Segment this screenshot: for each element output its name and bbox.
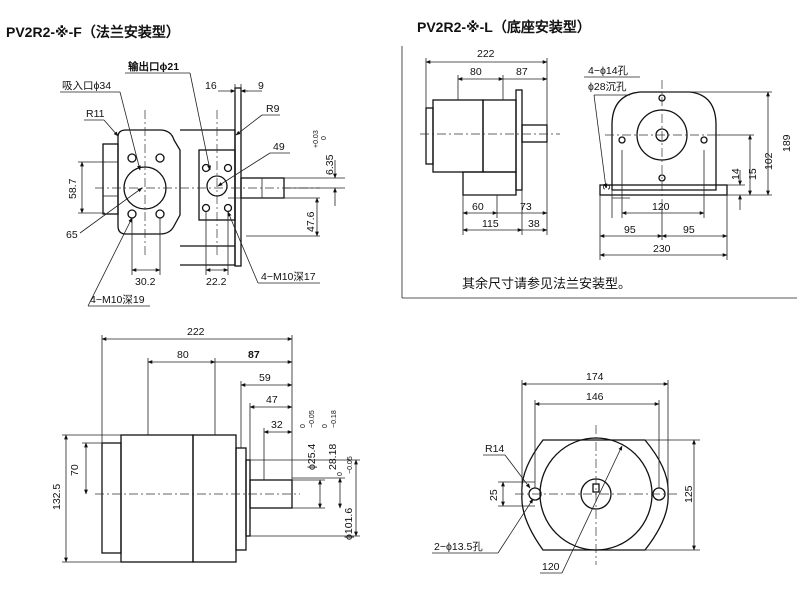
foot-dim-102: 102 (763, 152, 775, 170)
tol-28-18-lower: −0.18 (331, 410, 338, 428)
foot-dim-14: 14 (730, 168, 742, 180)
foot-mount-title: PV2R2-※-L（底座安装型） (417, 19, 591, 35)
dim-58-7: 58.7 (67, 178, 79, 199)
tol-25-4-upper: 0 (300, 424, 307, 428)
dim-6-35: 6.35 (324, 154, 336, 175)
side-dim-28-18: 28.18 (327, 444, 339, 470)
tol-6-35-lower: 0 (321, 136, 328, 140)
flange-mount-title: PV2R2-※-F（法兰安装型） (6, 24, 180, 40)
front-view (515, 425, 680, 565)
foot-dim-230: 230 (653, 243, 671, 255)
tol-101-6-upper: 0 (337, 472, 344, 476)
foot-view-frame (401, 46, 797, 299)
foot-dim-120: 120 (652, 201, 670, 213)
foot-dim-73: 73 (520, 201, 532, 213)
dim-9: 9 (258, 80, 264, 92)
dim-16: 16 (205, 80, 217, 92)
foot-dim-80: 80 (470, 66, 482, 78)
dim-47-6: 47.6 (305, 211, 317, 232)
front-dim-120: 120 (542, 561, 560, 573)
foot-dim-95-left: 95 (624, 224, 636, 236)
foot-dim-95-right: 95 (683, 224, 695, 236)
foot-dimensions (425, 58, 772, 260)
flange-dimensions (60, 72, 345, 307)
foot-dim-222: 222 (477, 48, 495, 60)
radius-r9: R9 (266, 103, 280, 115)
foot-end-view (599, 80, 728, 205)
side-dimension-text: 222 80 87 59 47 32 70 132.5 ϕ25.4 0 −0.0… (51, 326, 355, 540)
dim-30-2: 30.2 (135, 276, 156, 288)
flange-end-view (95, 87, 320, 267)
side-dim-dia-25-4: ϕ25.4 (306, 444, 318, 470)
outlet-label: 输出口ϕ21 (128, 60, 179, 73)
front-dim-146: 146 (586, 391, 604, 403)
tol-28-18-upper: 0 (322, 424, 329, 428)
foot-dim-60: 60 (472, 201, 484, 213)
side-dim-32: 32 (271, 419, 283, 431)
side-dim-87: 87 (248, 349, 260, 361)
foot-dimension-text: 222 80 87 4−ϕ14孔 ϕ28沉孔 189 102 15 14 3 6… (462, 48, 793, 292)
side-dim-80: 80 (177, 349, 189, 361)
foot-note: 其余尺寸请参见法兰安装型。 (462, 276, 631, 292)
tol-101-6-lower: −0.05 (347, 456, 354, 474)
front-dim-174: 174 (586, 371, 604, 383)
foot-holes-label: 4−ϕ14孔 (588, 64, 629, 77)
flange-dimension-text: 输出口ϕ21 吸入口ϕ34 R11 58.7 65 30.2 4−M10深19 … (62, 60, 336, 306)
inlet-label: 吸入口ϕ34 (62, 80, 111, 92)
side-dim-59: 59 (259, 372, 271, 384)
side-dim-222: 222 (187, 326, 205, 338)
front-radius-r14: R14 (485, 443, 504, 455)
side-dim-47: 47 (266, 394, 278, 406)
dim-65: 65 (66, 229, 78, 241)
thread-m10-depth19: 4−M10深19 (90, 294, 145, 306)
foot-dim-3: 3 (601, 184, 613, 190)
foot-counterbore-label: ϕ28沉孔 (588, 80, 627, 93)
side-dim-70: 70 (69, 464, 81, 476)
front-dim-25: 25 (488, 489, 500, 501)
radius-r11: R11 (86, 108, 105, 120)
dim-22-2: 22.2 (206, 276, 227, 288)
side-dim-dia-101-6: ϕ101.6 (343, 508, 355, 540)
tol-6-35-upper: +0.03 (313, 130, 320, 148)
front-holes-label: 2−ϕ13.5孔 (434, 540, 483, 553)
side-dim-132-5: 132.5 (51, 484, 63, 510)
foot-dim-87: 87 (516, 66, 528, 78)
side-dimensions (62, 335, 360, 563)
front-dimensions (432, 380, 700, 574)
front-dim-125: 125 (683, 485, 695, 503)
tol-25-4-lower: −0.05 (309, 410, 316, 428)
foot-dim-38: 38 (528, 218, 540, 230)
foot-dim-189: 189 (781, 134, 793, 152)
foot-dim-115: 115 (482, 218, 499, 230)
side-view (95, 434, 300, 563)
front-dimension-text: 174 146 R14 25 125 2−ϕ13.5孔 120 (434, 371, 695, 573)
foot-side-view (420, 89, 560, 196)
thread-m10-depth17: 4−M10深17 (261, 271, 316, 283)
foot-dim-15: 15 (747, 168, 759, 180)
dim-49: 49 (273, 141, 285, 153)
